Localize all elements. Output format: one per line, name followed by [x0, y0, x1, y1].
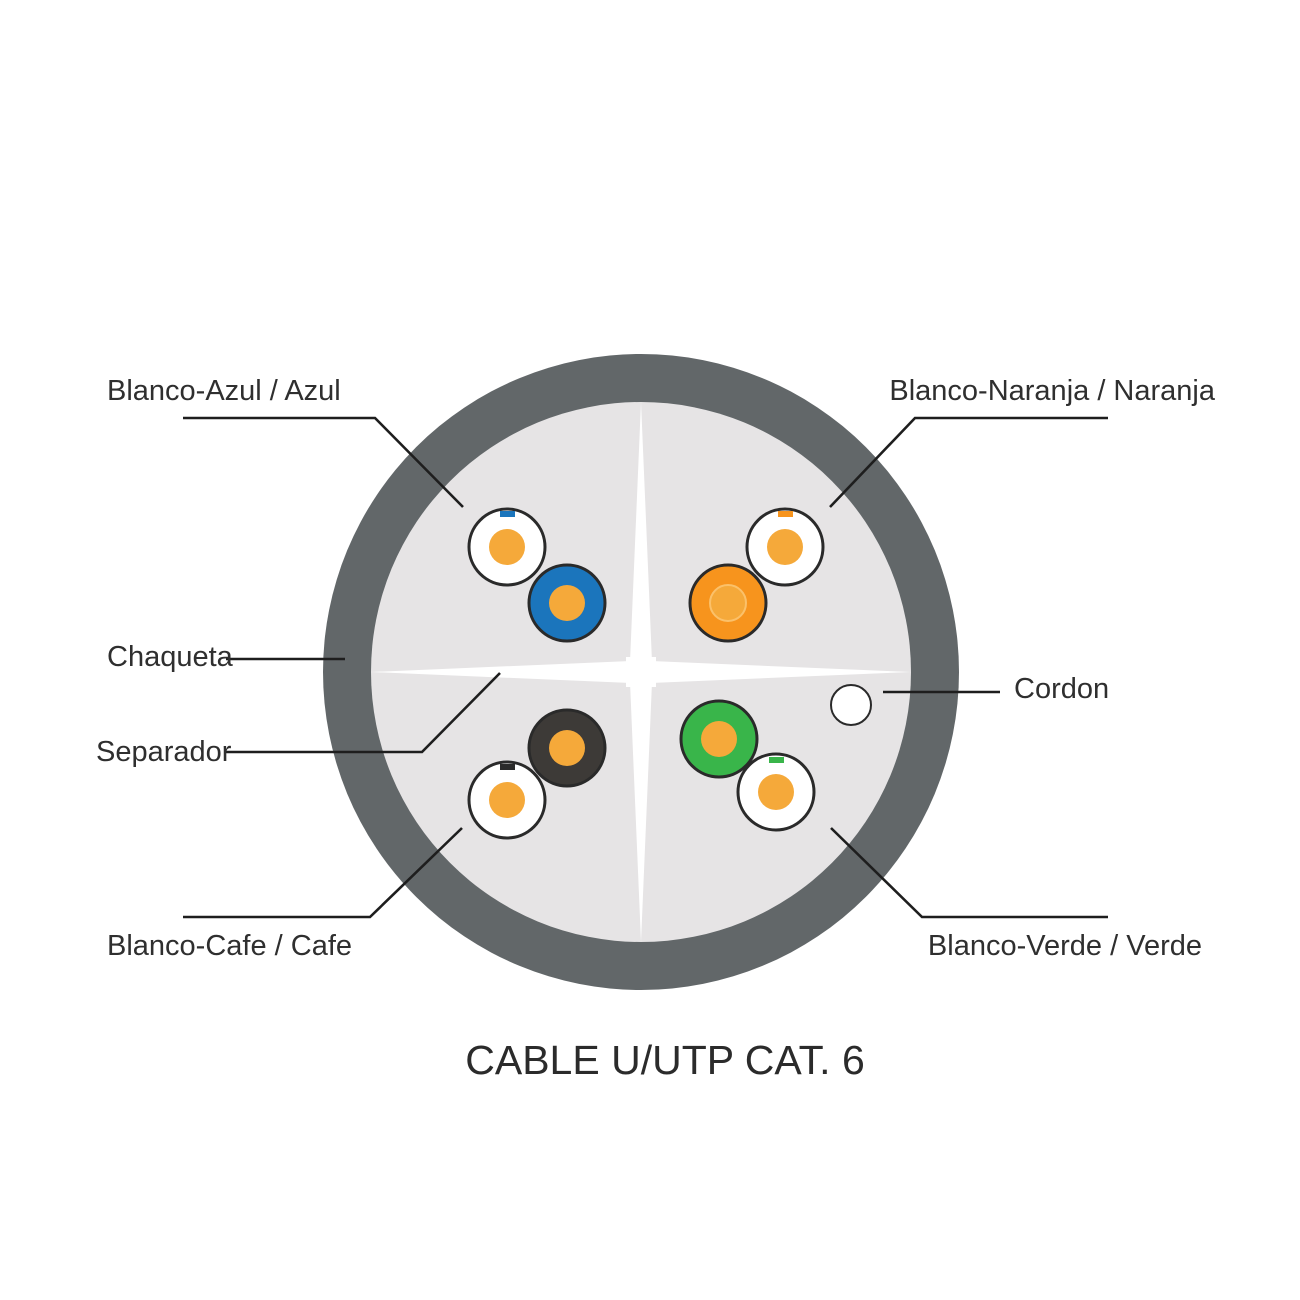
- white-orange-wire: [745, 507, 825, 587]
- label-green-pair: Blanco-Verde / Verde: [928, 930, 1202, 962]
- white-green-wire: [736, 752, 816, 832]
- brown-pair: [467, 708, 607, 840]
- blue-pair: [467, 507, 607, 643]
- label-jacket: Chaqueta: [107, 641, 234, 673]
- leader-separator: [226, 672, 501, 754]
- cross-separator: [371, 402, 911, 942]
- orange-wire: [688, 563, 768, 643]
- label-cord: Cordon: [1014, 673, 1109, 705]
- label-brown-pair: Blanco-Cafe / Cafe: [107, 930, 352, 962]
- rip-cord: [830, 684, 872, 726]
- green-wire: [679, 699, 759, 779]
- leader-brown-pair: [183, 827, 463, 919]
- green-pair: [679, 699, 816, 832]
- separator-arm-left: [371, 661, 631, 683]
- leader-blue-pair: [183, 416, 464, 508]
- white-blue-wire: [467, 507, 547, 587]
- white-brown-wire: [467, 760, 547, 840]
- label-blue-pair: Blanco-Azul / Azul: [107, 375, 341, 407]
- leader-green-pair: [830, 827, 1108, 919]
- separator-arm-bottom: [630, 682, 652, 942]
- leader-lines: [183, 416, 1108, 919]
- diagram-title: CABLE U/UTP CAT. 6: [465, 1037, 865, 1083]
- brown-wire: [527, 708, 607, 788]
- separator-center: [626, 657, 656, 687]
- orange-pair: [688, 507, 825, 643]
- label-separator: Separador: [96, 736, 232, 768]
- separator-arm-right: [651, 661, 911, 683]
- label-orange-pair: Blanco-Naranja / Naranja: [889, 375, 1215, 407]
- leader-orange-pair: [829, 416, 1108, 508]
- separator-arm-top: [630, 402, 652, 662]
- blue-wire: [527, 563, 607, 643]
